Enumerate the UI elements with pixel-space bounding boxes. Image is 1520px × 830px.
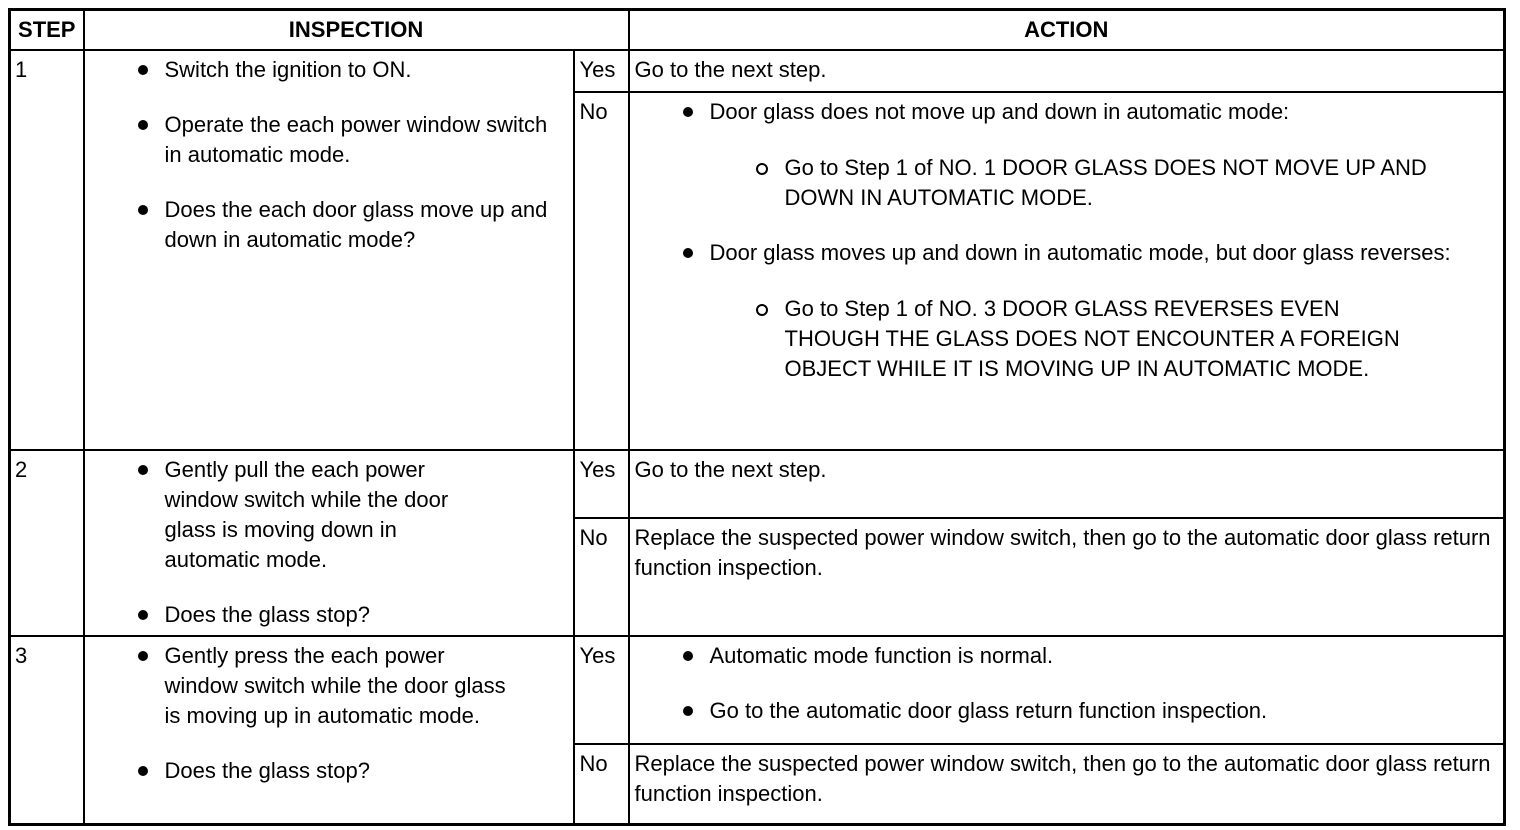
step-row: No Replace the suspected power window sw…	[10, 517, 1506, 637]
list-item: Gently pull the each power window switch…	[137, 455, 483, 575]
sub-list-item: Go to Step 1 of NO. 3 DOOR GLASS REVERSE…	[755, 294, 1414, 384]
header-row: STEP INSPECTION ACTION	[8, 8, 1506, 51]
list-item: Automatic mode function is normal.	[682, 641, 1484, 671]
header-step: STEP	[8, 8, 85, 51]
list-item: Door glass does not move up and down in …	[682, 97, 1484, 213]
list-item: Gently press the each power window switc…	[137, 641, 523, 731]
list-item: Does the glass stop?	[137, 756, 523, 786]
bullet-icon	[682, 248, 693, 258]
list-item: Switch the ignition to ON.	[137, 55, 563, 85]
yes-label: Yes	[572, 49, 630, 93]
step-row: 2 Gently pull the each power window swit…	[8, 449, 1506, 637]
step-number: 3	[8, 635, 85, 826]
no-action: Replace the suspected power window switc…	[627, 743, 1506, 826]
step-number: 1	[8, 49, 85, 451]
no-label: No	[572, 517, 630, 637]
bullet-icon	[682, 651, 693, 661]
bullet-icon	[137, 465, 148, 475]
no-action: Door glass does not move up and down in …	[627, 91, 1506, 451]
step-row: No Replace the suspected power window sw…	[10, 743, 1506, 826]
circle-bullet-icon	[755, 163, 768, 175]
no-label: No	[572, 743, 630, 826]
yes-action: Go to the next step.	[627, 49, 1506, 93]
inspection-cell: Switch the ignition to ON. Operate the e…	[82, 49, 575, 451]
circle-bullet-icon	[755, 304, 768, 316]
step-row: No Door glass does not move up and down …	[10, 91, 1506, 451]
list-item: Go to the automatic door glass return fu…	[682, 696, 1484, 726]
list-item: Operate the each power window switch in …	[137, 110, 563, 170]
no-action: Replace the suspected power window switc…	[627, 517, 1506, 637]
list-item: Does the each door glass move up and dow…	[137, 195, 563, 255]
bullet-icon	[137, 65, 148, 75]
inspection-cell: Gently press the each power window switc…	[82, 635, 575, 826]
list-item: Does the glass stop?	[137, 600, 483, 630]
header-inspection: INSPECTION	[82, 8, 630, 51]
bullet-icon	[137, 651, 148, 661]
bullet-icon	[137, 120, 148, 130]
header-action: ACTION	[627, 8, 1506, 51]
troubleshooting-table: STEP INSPECTION ACTION 1 Switch the igni…	[8, 8, 1506, 826]
bullet-icon	[137, 610, 148, 620]
bullet-icon	[682, 107, 693, 117]
yes-label: Yes	[572, 635, 630, 745]
yes-action: Automatic mode function is normal. Go to…	[627, 635, 1506, 745]
bullet-icon	[137, 766, 148, 776]
inspection-cell: Gently pull the each power window switch…	[82, 449, 575, 637]
yes-label: Yes	[572, 449, 630, 519]
no-label: No	[572, 91, 630, 451]
bullet-icon	[682, 706, 693, 716]
sub-list-item: Go to Step 1 of NO. 1 DOOR GLASS DOES NO…	[755, 153, 1484, 213]
step-number: 2	[8, 449, 85, 637]
step-row: 3 Gently press the each power window swi…	[8, 635, 1506, 826]
bullet-icon	[137, 205, 148, 215]
list-item: Door glass moves up and down in automati…	[682, 238, 1484, 384]
yes-action: Go to the next step.	[627, 449, 1506, 519]
step-row: 1 Switch the ignition to ON. Operate the…	[8, 49, 1506, 451]
